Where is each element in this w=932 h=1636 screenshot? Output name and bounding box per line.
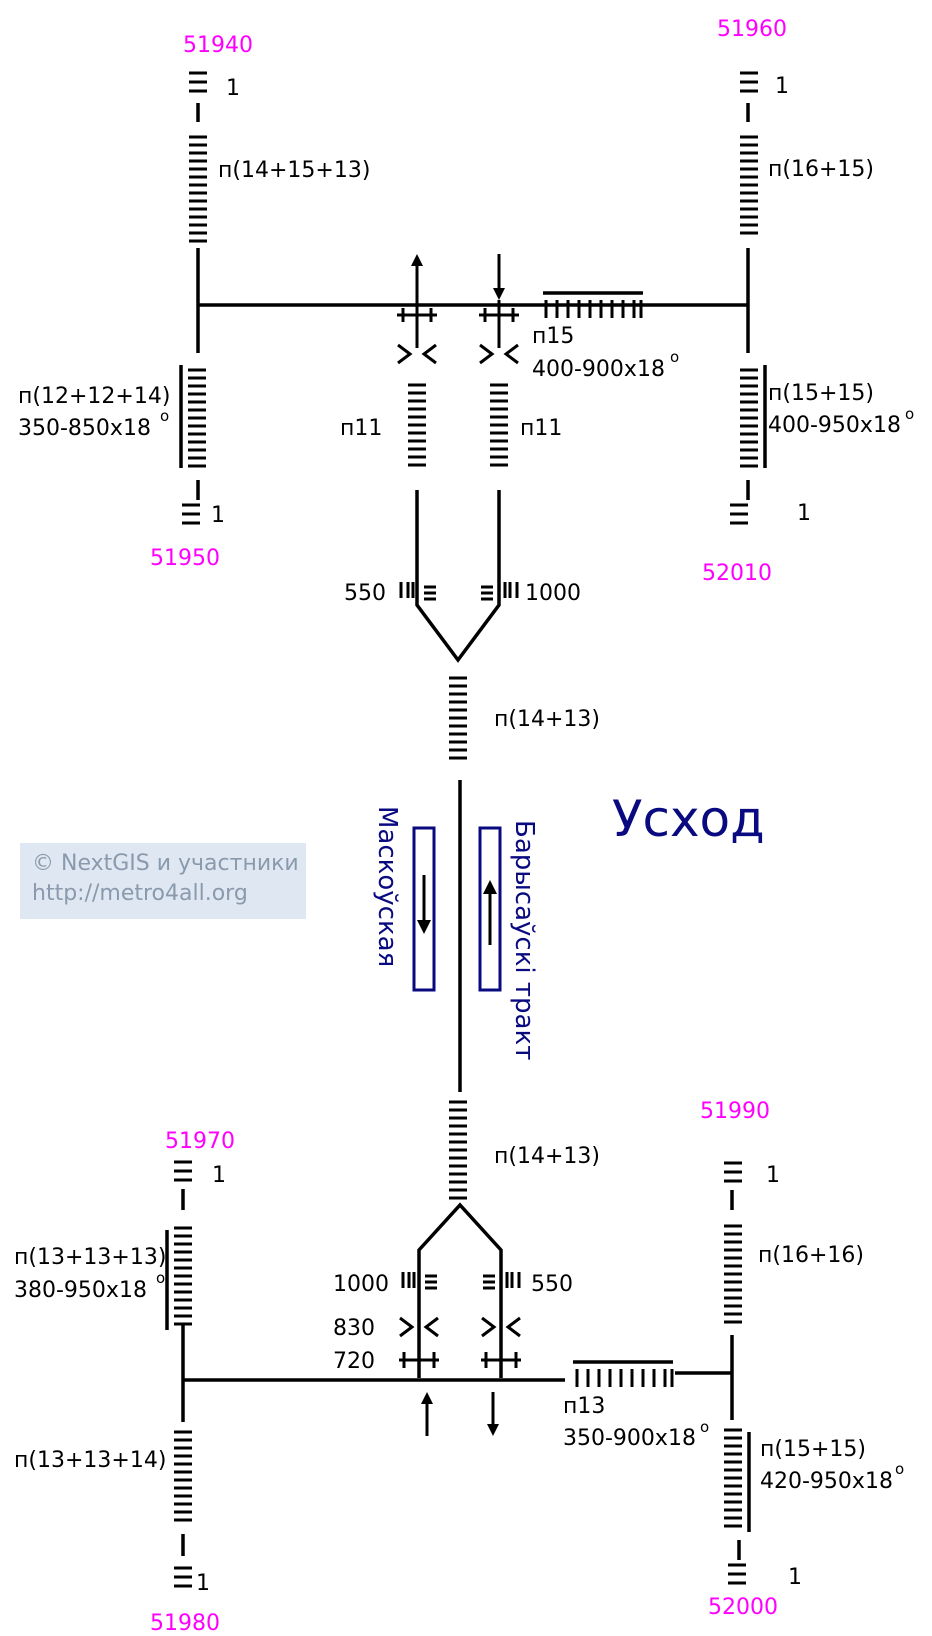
ne2-flight-label: п(16+16) [758, 1243, 864, 1268]
north-left-turnstile [397, 300, 437, 365]
se2-ramp-degree: о [895, 1460, 904, 1478]
south-vestibule [165, 1100, 751, 1588]
se-steps [730, 503, 748, 525]
south-gate-830: 830 [333, 1316, 375, 1341]
se-steps-count: 1 [797, 501, 811, 526]
se-ramp-degree: о [905, 405, 914, 423]
north-center-ramp: 400-900х18 [532, 357, 665, 382]
ne2-steps [724, 1161, 742, 1183]
north-right-p11-stairs [490, 383, 508, 467]
se2-steps-count: 1 [788, 1565, 802, 1590]
ne-steps-count: 1 [775, 74, 789, 99]
track-left [412, 826, 436, 992]
ne2-steps-count: 1 [766, 1163, 780, 1188]
platform: Маскоўская Барысаўскі тракт [372, 780, 539, 1092]
north-main-stairs [449, 676, 467, 760]
exit-52000: 52000 [708, 1595, 778, 1620]
platform-right-direction: Барысаўскі тракт [509, 820, 539, 1060]
north-exit-arrow [411, 254, 423, 300]
south-center-p13: п13 [563, 1394, 605, 1419]
north-vestibule [179, 71, 767, 760]
north-left-p11-stairs [408, 383, 426, 467]
se-flight-label: п(15+15) [768, 381, 874, 406]
north-walkways [415, 490, 501, 663]
south-walkways [417, 1202, 503, 1378]
track-right-arrow [483, 880, 497, 945]
sw-flight-stairs [188, 368, 206, 468]
se2-steps [728, 1563, 746, 1585]
exit-51940: 51940 [183, 33, 253, 58]
north-main-flight: п(14+13) [494, 707, 600, 732]
sw2-flight-label: п(13+13+14) [14, 1448, 166, 1473]
sw-ramp-degree: о [160, 407, 169, 425]
track-left-arrow [417, 875, 431, 934]
sw-ramp-label: 350-850х18 [18, 416, 151, 441]
nw2-flight-stairs [174, 1226, 192, 1326]
nw2-ramp-label: 380-950х18 [14, 1278, 147, 1303]
sw-steps-count: 1 [211, 503, 225, 528]
sw2-steps-count: 1 [196, 1571, 210, 1596]
exit-51960: 51960 [717, 17, 787, 42]
nw2-flight-label: п(13+13+13) [14, 1245, 166, 1270]
exit-51970: 51970 [165, 1129, 235, 1154]
se2-ramp-label: 420-950х18 [760, 1469, 893, 1494]
south-right-width: 550 [531, 1272, 573, 1297]
south-exit-arrow [487, 1392, 499, 1436]
copyright-line: © NextGIS и участники [32, 851, 299, 876]
south-left-1000-marks [401, 1272, 437, 1290]
sw2-flight-stairs [174, 1430, 192, 1522]
north-entry-arrow [493, 254, 505, 300]
nw2-ramp-degree: о [156, 1269, 165, 1287]
ne-flight-label: п(16+15) [768, 157, 874, 182]
north-right-1000-marks [481, 582, 519, 601]
south-center-ramp-degree: о [700, 1418, 709, 1436]
station-name: Усход [612, 790, 765, 848]
north-horizontal-stairs [544, 300, 643, 318]
south-right-550-marks [483, 1272, 521, 1290]
south-main-flight: п(14+13) [494, 1144, 600, 1169]
copyright-box: © NextGIS и участники http://metro4all.o… [20, 843, 306, 919]
sw-steps [182, 503, 200, 525]
north-right-p11: п11 [520, 416, 562, 441]
nw-flight-stairs [189, 135, 207, 243]
exit-51980: 51980 [150, 1611, 220, 1636]
exit-51990: 51990 [700, 1099, 770, 1124]
nw-steps [189, 71, 207, 93]
copyright-url: http://metro4all.org [32, 881, 248, 906]
north-center-ramp-degree: о [670, 348, 679, 366]
nw2-steps-count: 1 [212, 1163, 226, 1188]
exit-51950: 51950 [150, 546, 220, 571]
platform-left-direction: Маскоўская [372, 806, 402, 967]
nw-flight-label: п(14+15+13) [218, 158, 370, 183]
se-flight-stairs [740, 368, 758, 468]
sw-flight-label: п(12+12+14) [18, 384, 170, 409]
south-center-ramp: 350-900х18 [563, 1426, 696, 1451]
north-left-p11: п11 [340, 416, 382, 441]
nw-steps-count: 1 [226, 76, 240, 101]
se2-flight-stairs [724, 1428, 742, 1528]
ne2-flight-stairs [724, 1224, 742, 1324]
south-left-width: 1000 [333, 1272, 389, 1297]
north-right-turnstile [479, 300, 519, 365]
south-right-turnstile [481, 1316, 521, 1368]
south-main-stairs [449, 1100, 467, 1200]
south-entry-arrow [421, 1392, 433, 1436]
north-left-width: 550 [344, 581, 386, 606]
ne-steps [740, 71, 758, 93]
se-ramp-label: 400-950х18 [768, 413, 901, 438]
north-left-550-marks [399, 582, 436, 601]
south-left-turnstile [399, 1316, 439, 1368]
nw2-steps [174, 1160, 192, 1182]
north-right-width: 1000 [525, 581, 581, 606]
sw2-steps [174, 1566, 192, 1588]
track-right [478, 826, 502, 992]
exit-52010: 52010 [702, 561, 772, 586]
south-horizontal-stairs [575, 1369, 674, 1387]
north-center-p15: п15 [532, 324, 574, 349]
south-gate-720: 720 [333, 1349, 375, 1374]
se2-flight-label: п(15+15) [760, 1437, 866, 1462]
ne-flight-stairs [740, 135, 758, 235]
